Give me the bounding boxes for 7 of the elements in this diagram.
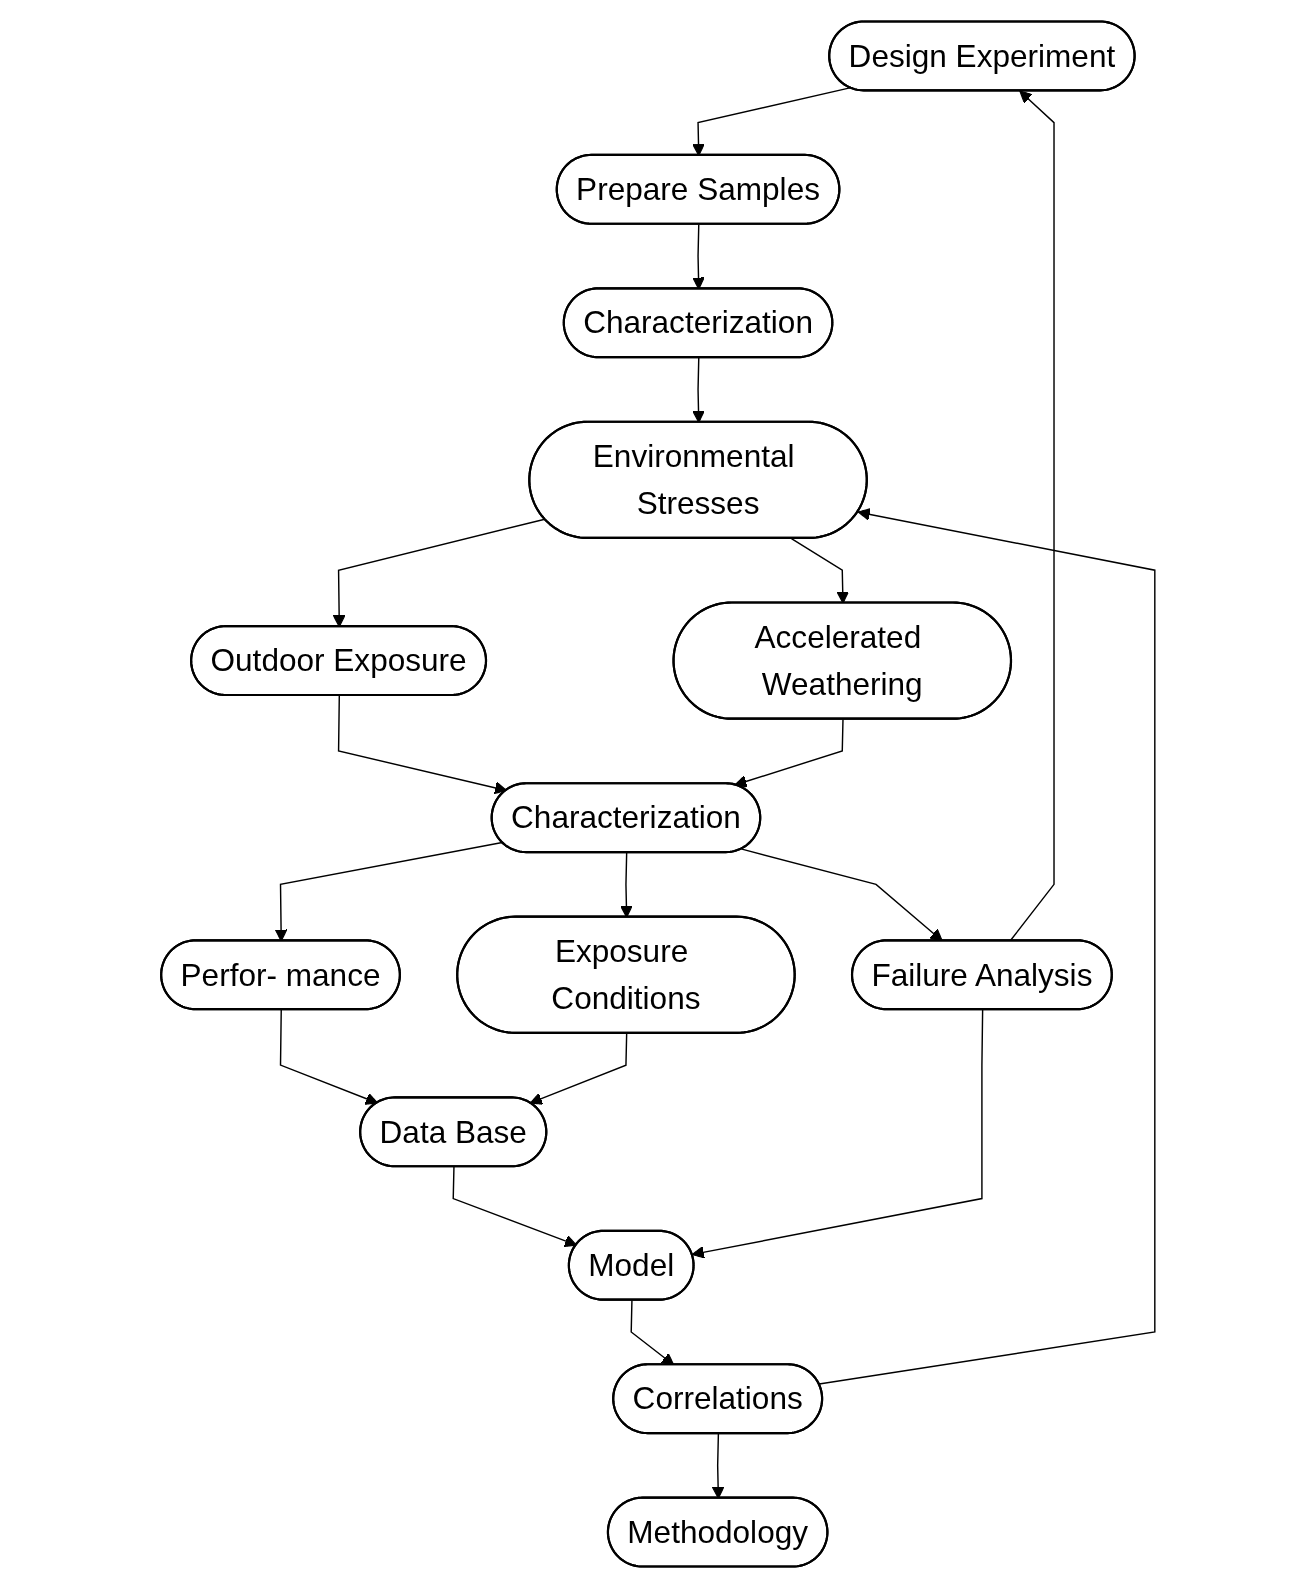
arrow bbox=[279, 1009, 379, 1105]
arrow bbox=[691, 1009, 984, 1259]
arrow bbox=[818, 508, 1156, 1385]
arrow bbox=[337, 695, 508, 795]
arrow bbox=[529, 1032, 628, 1105]
arrow bbox=[734, 718, 844, 788]
arrow bbox=[452, 1166, 578, 1248]
